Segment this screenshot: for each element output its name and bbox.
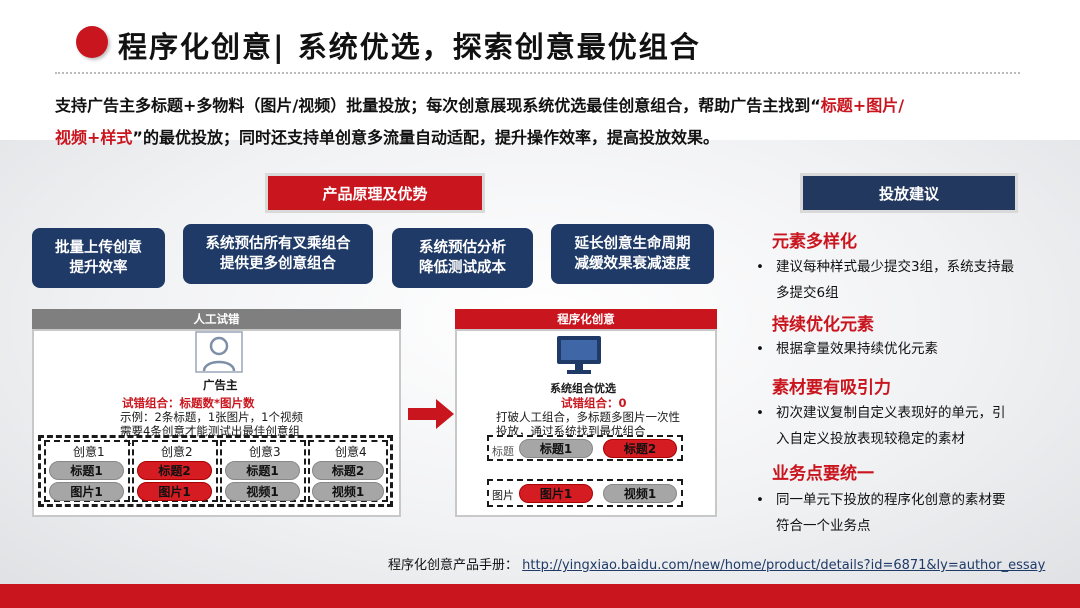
tip-line: 初次建议复制自定义表现好的单元，引: [776, 405, 1006, 421]
creative-name: 创意3: [249, 445, 281, 459]
pill-line: 系统预估分析: [419, 240, 506, 256]
media-pool-label: 图片: [492, 489, 514, 502]
creative-name: 创意2: [161, 445, 193, 459]
intro-highlight-1: 标题+图片/: [820, 96, 905, 115]
tip-title: 持续优化元素: [772, 315, 874, 335]
footer: 程序化创意产品手册： http://yingxiao.baidu.com/new…: [388, 554, 1045, 573]
advantage-pill: 系统预估分析降低测试成本: [392, 228, 533, 288]
creative-media-chip: 图片1: [137, 482, 212, 501]
manual-panel-bar: 人工试错: [32, 309, 401, 329]
tip-line: 建议每种样式最少提交3组，系统支持最: [776, 259, 1015, 275]
program-panel-bar: 程序化创意: [455, 309, 717, 329]
pill-line: 系统预估所有叉乘组合: [205, 236, 351, 252]
bullet-icon: •: [756, 341, 764, 357]
tip-line: 同一单元下投放的程序化创意的素材要: [776, 492, 1006, 508]
pool-media-chip: 图片1: [519, 484, 593, 503]
monitor-icon: [557, 336, 601, 374]
tip-line: 根据拿量效果持续优化元素: [776, 341, 938, 357]
advantage-pill: 批量上传创意提升效率: [32, 228, 165, 288]
creatives-box: [38, 435, 393, 507]
creative-title-chip: 标题1: [225, 461, 300, 480]
pool-title-chip: 标题2: [603, 439, 677, 458]
pool-media-chip: 视频1: [603, 484, 677, 503]
pill-line: 提升效率: [69, 260, 128, 276]
intro-paragraph: 支持广告主多标题+多物料（图片/视频）批量投放；每次创意展现系统优选最佳创意组合…: [55, 90, 1035, 154]
tip-text: • 同一单元下投放的程序化创意的素材要符合一个业务点: [756, 487, 1056, 539]
intro-highlight-2: 视频+样式: [55, 128, 133, 147]
footer-label: 程序化创意产品手册：: [388, 558, 519, 573]
user-icon: [195, 331, 243, 373]
arrow-right-icon: [408, 399, 454, 429]
creative-name: 创意4: [335, 445, 367, 459]
tip-line: 符合一个业务点: [776, 518, 871, 534]
creative-title-chip: 标题2: [312, 461, 384, 480]
program-desc: 投放，通过系统找到最优组合: [496, 424, 646, 438]
creative-media-chip: 视频1: [225, 482, 300, 501]
tip-title: 元素多样化: [772, 232, 857, 252]
pool-title-chip: 标题1: [519, 439, 593, 458]
creative-name: 创意1: [73, 445, 105, 459]
manual-link[interactable]: http://yingxiao.baidu.com/new/home/produ…: [522, 558, 1046, 573]
page-title: 程序化创意| 系统优选，探索创意最优组合: [118, 30, 701, 64]
bottom-bar: [0, 584, 1080, 608]
bullet-icon: •: [756, 405, 764, 421]
creative-media-chip: 图片1: [49, 482, 124, 501]
creative-title-chip: 标题1: [49, 461, 124, 480]
program-desc: 打破人工组合，多标题多图片一次性: [496, 410, 680, 424]
tip-line: 多提交6组: [776, 285, 839, 301]
manual-combo: 试错组合：标题数*图片数: [122, 396, 255, 410]
creative-media-chip: 视频1: [312, 482, 384, 501]
bullet-icon: •: [756, 492, 764, 508]
program-role: 系统组合优选: [550, 382, 616, 395]
title-divider: [55, 72, 1020, 74]
pill-line: 减缓效果衰减速度: [574, 256, 691, 272]
pill-line: 延长创意生命周期: [574, 236, 691, 252]
program-combo: 试错组合：0: [561, 396, 627, 410]
manual-example: 示例：2条标题，1张图片，1个视频: [120, 410, 303, 424]
advantage-pill: 延长创意生命周期减缓效果衰减速度: [551, 224, 714, 284]
intro-text-2: ”的最优投放；同时还支持单创意多流量自动适配，提升操作效率，提高投放效果。: [132, 128, 719, 147]
tip-line: 入自定义投放表现较稳定的素材: [776, 431, 965, 447]
title-bullet-icon: [76, 26, 108, 58]
manual-example: 需要4条创意才能测试出最佳创意组: [120, 424, 300, 438]
tip-title: 业务点要统一: [772, 464, 874, 484]
creative-title-chip: 标题2: [137, 461, 212, 480]
principle-header: 产品原理及优势: [268, 176, 482, 210]
manual-role: 广告主: [203, 378, 238, 392]
bullet-icon: •: [756, 259, 764, 275]
pill-line: 提供更多创意组合: [220, 256, 336, 272]
tip-text: • 根据拿量效果持续优化元素: [756, 336, 1056, 362]
tip-text: • 建议每种样式最少提交3组，系统支持最多提交6组: [756, 254, 1056, 306]
suggestion-header: 投放建议: [803, 176, 1015, 210]
intro-text-1: 支持广告主多标题+多物料（图片/视频）批量投放；每次创意展现系统优选最佳创意组合…: [55, 96, 821, 115]
advantage-pill: 系统预估所有叉乘组合提供更多创意组合: [183, 224, 373, 284]
tip-title: 素材要有吸引力: [772, 378, 891, 398]
pill-line: 批量上传创意: [55, 240, 142, 256]
title-pool-label: 标题: [492, 445, 514, 458]
pill-line: 降低测试成本: [419, 260, 506, 276]
tip-text: • 初次建议复制自定义表现好的单元，引入自定义投放表现较稳定的素材: [756, 400, 1056, 452]
